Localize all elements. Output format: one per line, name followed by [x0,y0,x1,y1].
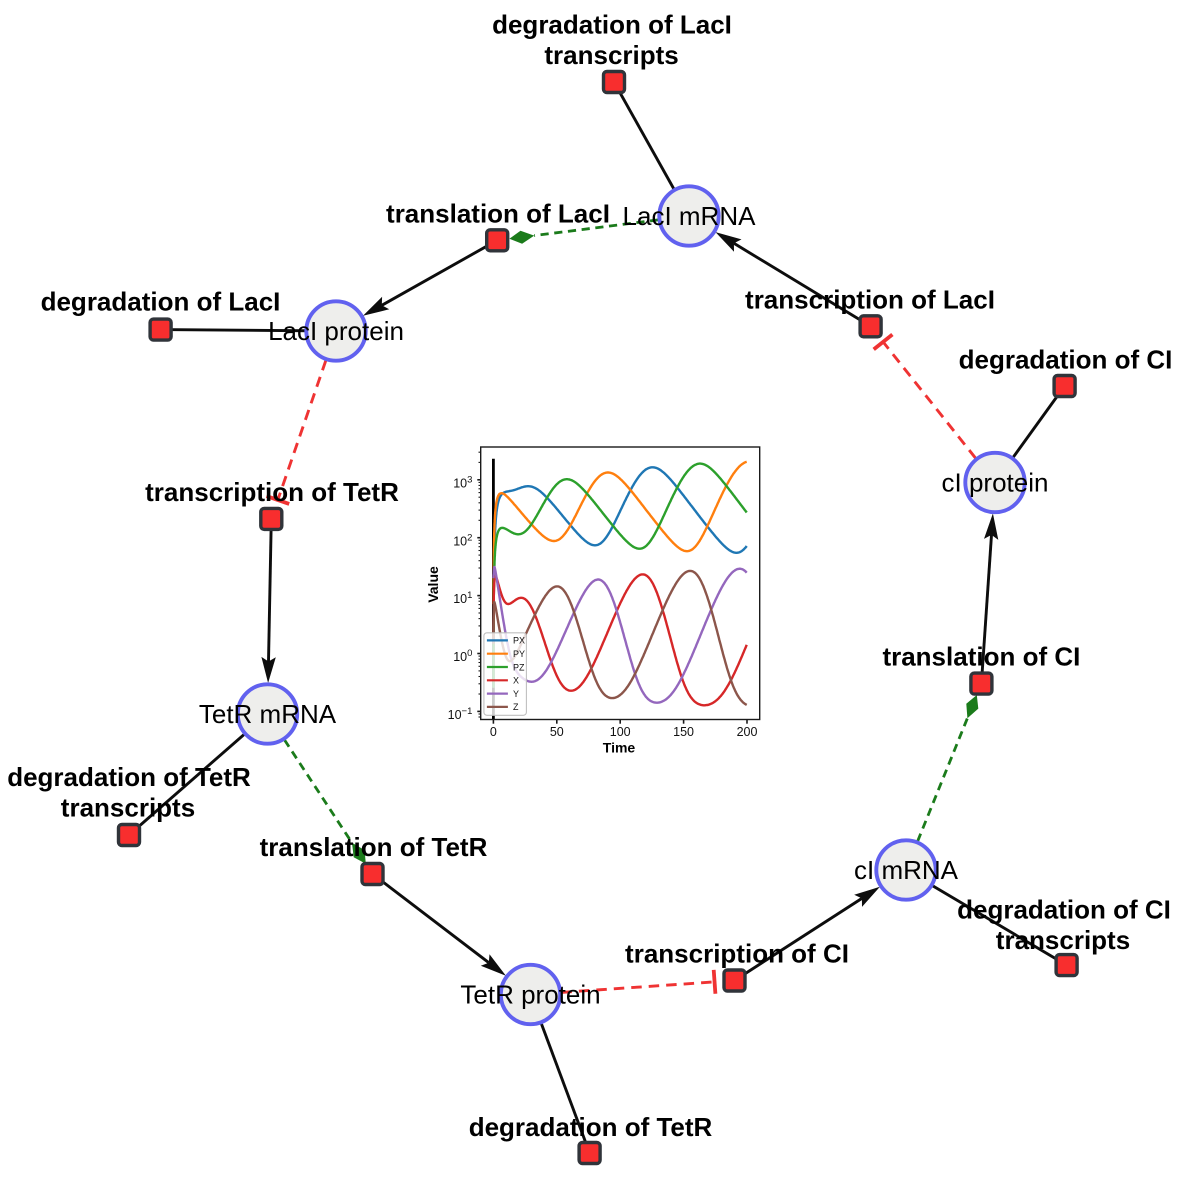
svg-text:transcripts: transcripts [544,40,678,70]
svg-text:X: X [513,676,519,686]
svg-text:PZ: PZ [513,662,525,672]
svg-text:Value: Value [425,566,441,603]
svg-text:150: 150 [673,725,694,739]
svg-text:transcription of LacI: transcription of LacI [745,284,995,314]
svg-text:Y: Y [513,689,519,699]
svg-text:50: 50 [550,725,564,739]
svg-text:Z: Z [513,702,519,712]
svg-text:translation of TetR: translation of TetR [260,832,488,862]
svg-text:TetR protein: TetR protein [460,980,600,1010]
svg-text:200: 200 [737,725,758,739]
svg-text:cI mRNA: cI mRNA [854,855,959,885]
svg-text:0: 0 [490,725,497,739]
svg-text:translation of LacI: translation of LacI [386,198,610,228]
svg-text:degradation of CI: degradation of CI [959,344,1173,374]
svg-text:transcription of TetR: transcription of TetR [145,477,399,507]
svg-text:translation of CI: translation of CI [882,642,1080,672]
svg-text:degradation of LacI: degradation of LacI [41,286,281,316]
svg-text:LacI protein: LacI protein [268,316,404,346]
svg-text:TetR mRNA: TetR mRNA [199,699,337,729]
svg-text:transcripts: transcripts [996,925,1130,955]
svg-text:degradation of LacI: degradation of LacI [492,9,732,39]
svg-text:Time: Time [603,739,636,755]
svg-text:transcripts: transcripts [61,793,195,823]
svg-text:PY: PY [513,649,525,659]
svg-text:degradation of TetR: degradation of TetR [469,1112,713,1142]
svg-text:cI protein: cI protein [942,468,1049,498]
svg-text:transcription of CI: transcription of CI [625,939,849,969]
svg-text:degradation of CI: degradation of CI [957,894,1171,924]
svg-text:LacI mRNA: LacI mRNA [623,201,757,231]
svg-text:degradation of TetR: degradation of TetR [7,762,251,792]
svg-text:100: 100 [610,725,631,739]
svg-text:PX: PX [513,636,525,646]
